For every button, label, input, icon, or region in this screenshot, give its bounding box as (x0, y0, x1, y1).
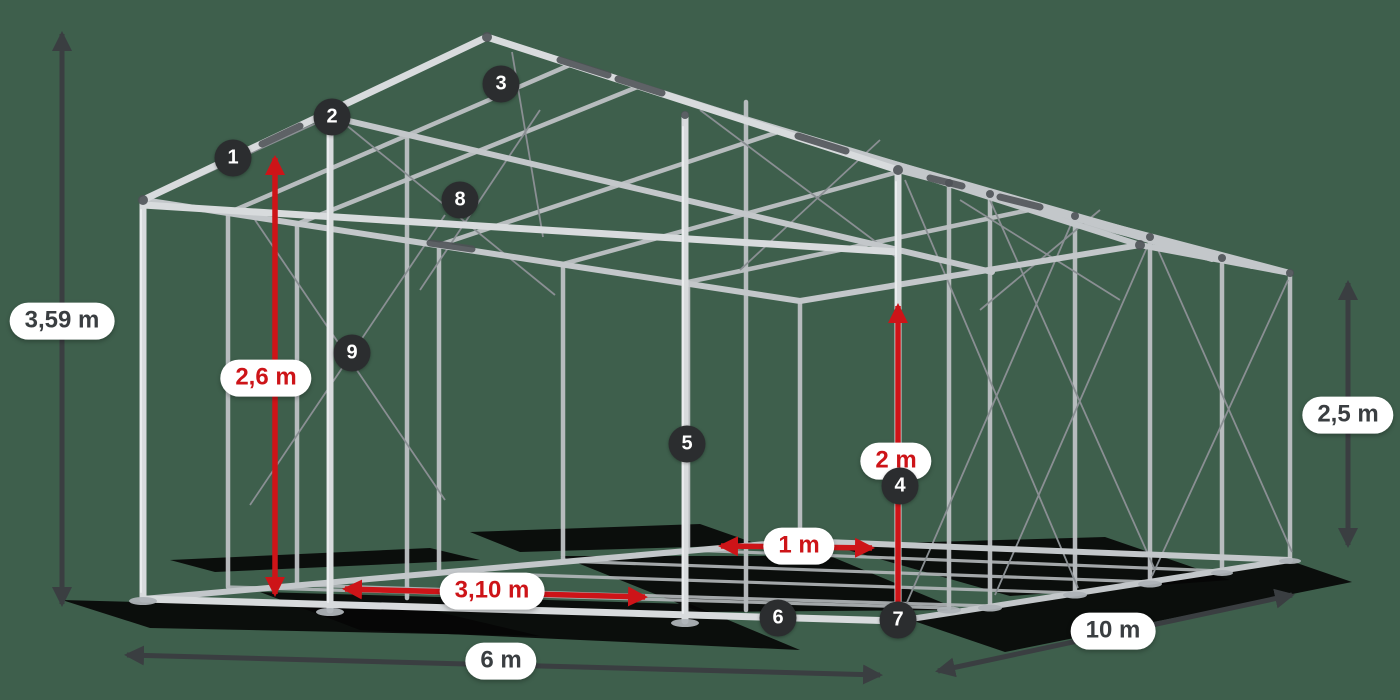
part-marker-1: 1 (214, 139, 252, 177)
part-marker-5: 5 (668, 425, 706, 463)
part-marker-2: 2 (313, 98, 351, 136)
dim-badge-bay-spacing: 1 m (763, 527, 835, 565)
part-marker-4: 4 (881, 467, 919, 505)
dim-badge-length: 10 m (1070, 612, 1156, 650)
part-marker-8: 8 (441, 181, 479, 219)
frame-structure (129, 32, 1301, 627)
dim-badge-total-height: 3,59 m (9, 302, 115, 340)
dim-badge-rear-side-height: 2,5 m (1302, 396, 1394, 434)
part-marker-9: 9 (333, 334, 371, 372)
dim-badge-clearance-height: 2,6 m (220, 359, 312, 397)
part-marker-3: 3 (482, 65, 520, 103)
part-marker-7: 7 (879, 601, 917, 639)
dim-badge-width: 6 m (465, 642, 537, 680)
dim-badge-door-width: 3,10 m (439, 572, 545, 610)
part-marker-6: 6 (759, 599, 797, 637)
